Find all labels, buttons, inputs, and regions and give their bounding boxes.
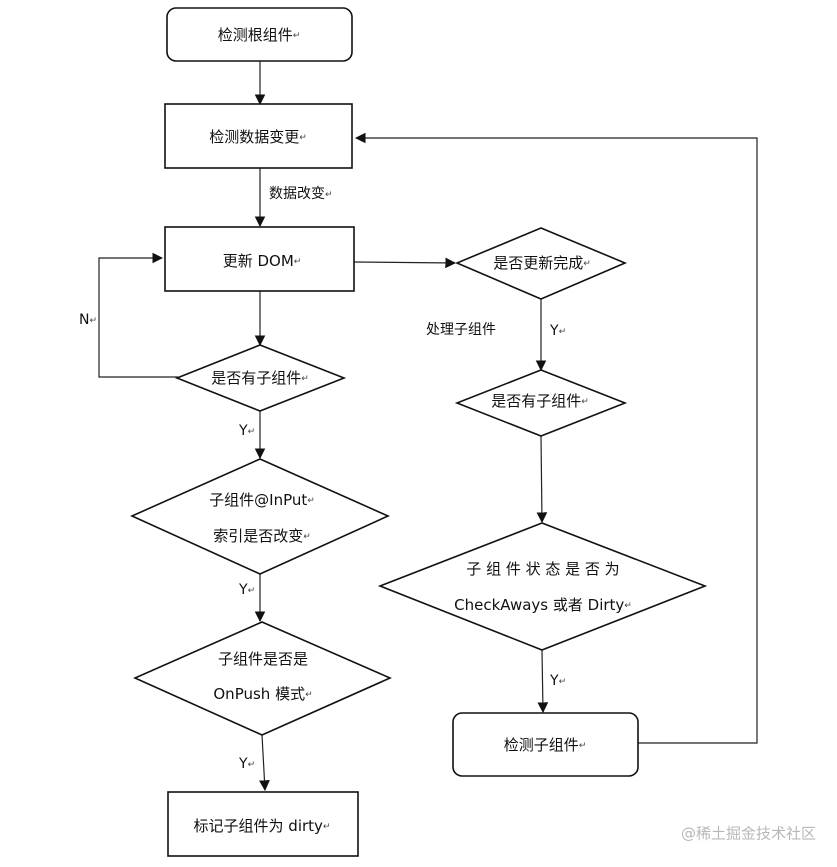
svg-text:Y↵: Y↵ <box>238 756 255 772</box>
edge-labels: 数据改变↵ N↵ Y↵ Y↵ Y↵ 处理子组件 Y↵ Y↵ <box>79 186 566 772</box>
edge-onpush-to-mark-dirty <box>259 734 270 792</box>
svg-text:Y↵: Y↵ <box>238 423 255 439</box>
node-has-child-left: 是否有子组件↵ <box>174 344 347 412</box>
node-check-root: 检测根组件↵ <box>166 7 353 62</box>
para-mark-icon: ↵ <box>559 327 567 337</box>
svg-text:是否有子组件↵: 是否有子组件↵ <box>491 392 589 410</box>
svg-text:标记子组件为 dirty↵: 标记子组件为 dirty↵ <box>194 817 331 835</box>
para-mark-icon: ↵ <box>624 601 632 611</box>
edge-label-process-child: 处理子组件 <box>426 322 496 338</box>
para-mark-icon: ↵ <box>559 677 567 687</box>
edge-label-yes-4: Y <box>549 323 559 339</box>
node-input-ref-changed: 子组件@InPut↵ 索引是否改变↵ <box>130 458 390 575</box>
para-mark-icon: ↵ <box>581 397 589 407</box>
node-has-child-right: 是否有子组件↵ <box>454 369 628 437</box>
svg-text:检测根组件↵: 检测根组件↵ <box>218 26 301 44</box>
svg-text:Y↵: Y↵ <box>549 673 566 689</box>
svg-text:Y↵: Y↵ <box>549 323 566 339</box>
mark-dirty-label: 标记子组件为 dirty <box>194 817 324 835</box>
svg-text:子 组 件 状 态 是 否 为: 子 组 件 状 态 是 否 为 <box>466 560 619 578</box>
para-mark-icon: ↵ <box>305 690 313 700</box>
para-mark-icon: ↵ <box>325 190 333 200</box>
has-child-right-label: 是否有子组件 <box>491 392 581 410</box>
node-mark-dirty: 标记子组件为 dirty↵ <box>167 791 359 857</box>
para-mark-icon: ↵ <box>301 374 309 384</box>
child-state-line2: CheckAways 或者 Dirty <box>454 596 624 614</box>
svg-text:处理子组件: 处理子组件 <box>426 322 496 338</box>
node-child-state: 子 组 件 状 态 是 否 为 CheckAways 或者 Dirty↵ <box>377 522 708 651</box>
svg-text:索引是否改变↵: 索引是否改变↵ <box>213 527 311 545</box>
node-update-dom: 更新 DOM↵ <box>164 226 355 292</box>
edge-no-loop-back <box>98 252 178 378</box>
para-mark-icon: ↵ <box>248 586 256 596</box>
edge-label-yes-5: Y <box>549 673 559 689</box>
para-mark-icon: ↵ <box>294 257 302 267</box>
para-mark-icon: ↵ <box>248 760 256 770</box>
watermark: @稀土掘金技术社区 <box>681 825 816 843</box>
check-root-label: 检测根组件 <box>218 26 293 44</box>
node-is-onpush: 子组件是否是 OnPush 模式↵ <box>133 621 392 736</box>
para-mark-icon: ↵ <box>323 822 331 832</box>
edge-check-child-loop-back <box>354 132 758 744</box>
svg-text:是否更新完成↵: 是否更新完成↵ <box>493 254 591 272</box>
is-onpush-line2: OnPush 模式 <box>213 685 305 703</box>
update-dom-label: 更新 DOM <box>223 252 294 270</box>
input-ref-changed-line2: 索引是否改变 <box>213 527 303 545</box>
edge-label-no: N <box>79 312 89 328</box>
edge-label-yes-1: Y <box>238 423 248 439</box>
edge-child-state-to-check-child <box>537 649 549 714</box>
edge-label-yes-2: Y <box>238 582 248 598</box>
para-mark-icon: ↵ <box>293 31 301 41</box>
child-state-line1: 子 组 件 状 态 是 否 为 <box>466 560 619 578</box>
svg-text:是否有子组件↵: 是否有子组件↵ <box>211 369 309 387</box>
svg-text:N↵: N↵ <box>79 312 97 328</box>
edge-update-dom-to-update-done <box>353 257 457 269</box>
para-mark-icon: ↵ <box>248 427 256 437</box>
is-onpush-line1: 子组件是否是 <box>218 650 308 668</box>
svg-text:子组件@InPut↵: 子组件@InPut↵ <box>209 491 315 509</box>
para-mark-icon: ↵ <box>579 741 587 751</box>
update-done-label: 是否更新完成 <box>493 254 583 272</box>
para-mark-icon: ↵ <box>583 259 591 269</box>
svg-text:检测子组件↵: 检测子组件↵ <box>504 736 587 754</box>
svg-text:子组件是否是: 子组件是否是 <box>218 650 308 668</box>
check-data-change-label: 检测数据变更 <box>209 128 299 146</box>
para-mark-icon: ↵ <box>89 316 97 326</box>
node-check-child: 检测子组件↵ <box>452 712 639 777</box>
svg-text:更新 DOM↵: 更新 DOM↵ <box>223 252 302 270</box>
svg-text:OnPush 模式↵: OnPush 模式↵ <box>213 685 312 703</box>
check-child-label: 检测子组件 <box>504 736 579 754</box>
para-mark-icon: ↵ <box>299 133 307 143</box>
para-mark-icon: ↵ <box>303 532 311 542</box>
edge-label-data-changed: 数据改变 <box>269 186 325 202</box>
node-update-done: 是否更新完成↵ <box>454 227 628 300</box>
edges <box>98 61 758 792</box>
svg-text:检测数据变更↵: 检测数据变更↵ <box>209 128 307 146</box>
svg-text:CheckAways 或者 Dirty↵: CheckAways 或者 Dirty↵ <box>454 596 632 614</box>
para-mark-icon: ↵ <box>307 496 315 506</box>
svg-text:Y↵: Y↵ <box>238 582 255 598</box>
edge-label-yes-3: Y <box>238 756 248 772</box>
edge-has-child-right-to-child-state <box>536 435 548 524</box>
svg-text:数据改变↵: 数据改变↵ <box>269 186 333 202</box>
has-child-left-label: 是否有子组件 <box>211 369 301 387</box>
input-ref-changed-line1: 子组件@InPut <box>209 491 307 509</box>
node-check-data-change: 检测数据变更↵ <box>164 103 353 169</box>
